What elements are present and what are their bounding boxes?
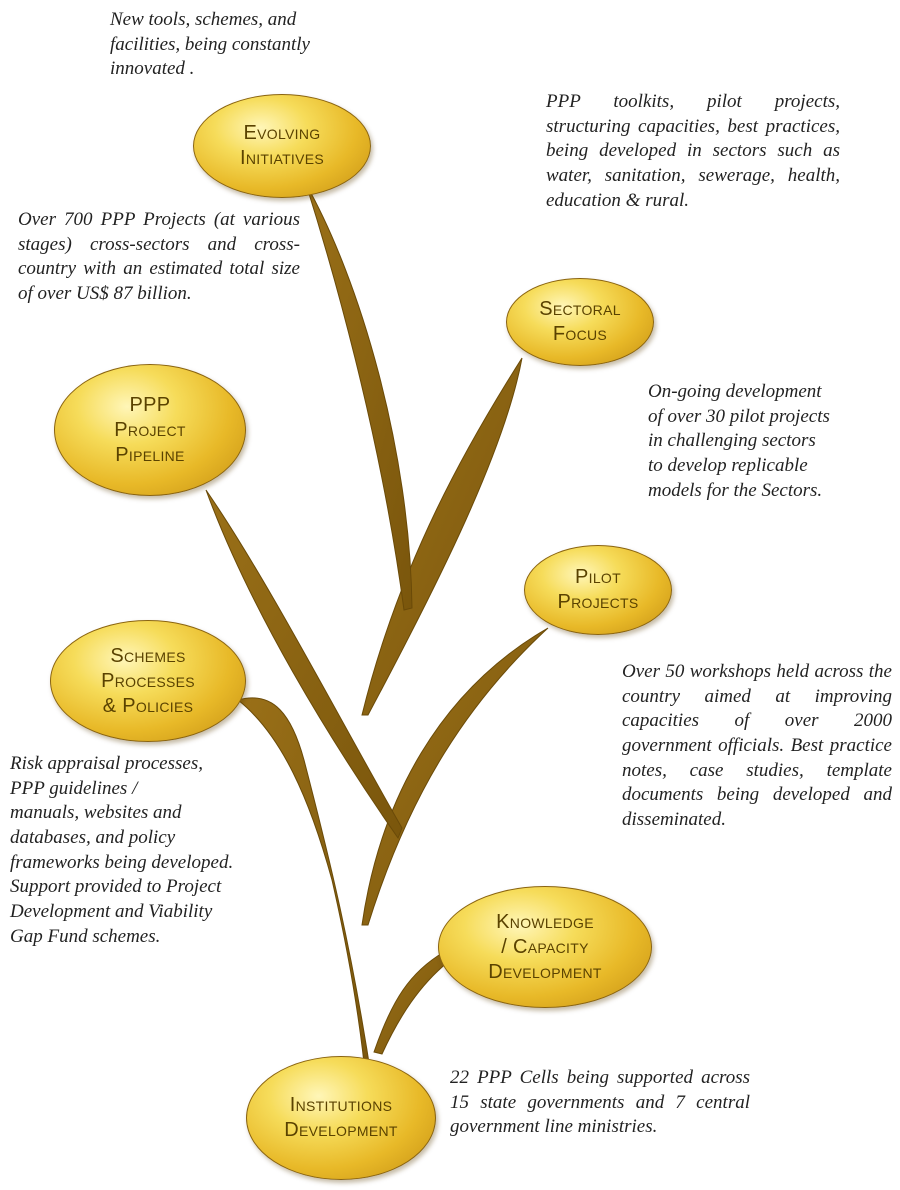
node-evolving-initiatives: Evolving Initiatives [193, 94, 371, 198]
note-schemes-processes-policies: Risk appraisal processes, PPP guidelines… [10, 753, 234, 947]
note-knowledge-capacity-development: Over 50 workshops held across the countr… [622, 661, 892, 831]
node-label: Schemes Processes & Policies [101, 644, 195, 717]
node-ppp-project-pipeline: PPP Project Pipeline [54, 364, 246, 496]
evolving-initiatives-branch [305, 183, 413, 611]
node-knowledge-capacity-development: Knowledge / Capacity Development [438, 886, 652, 1008]
node-label: Institutions Development [284, 1094, 398, 1141]
note-sectoral-focus: PPP toolkits, pilot projects, structurin… [546, 91, 840, 211]
node-label: Evolving Initiatives [239, 122, 325, 169]
note-ppp-project-pipeline: Over 700 PPP Projects (at various stages… [18, 209, 300, 305]
node-label: PPP Project Pipeline [114, 393, 186, 466]
note-institutions-development: 22 PPP Cells being supported across 15 s… [450, 1067, 750, 1138]
node-label: Knowledge / Capacity Development [488, 910, 602, 983]
ppp-pipeline-branch [205, 489, 403, 840]
node-pilot-projects: Pilot Projects [524, 545, 672, 635]
node-sectoral-focus: Sectoral Focus [506, 278, 654, 366]
node-schemes-processes-policies: Schemes Processes & Policies [50, 620, 246, 742]
node-institutions-development: Institutions Development [246, 1056, 436, 1180]
node-label: Sectoral Focus [539, 298, 621, 345]
node-label: Pilot Projects [557, 566, 639, 613]
knowledge-branch [373, 951, 449, 1055]
note-pilot-projects: On-going development of over 30 pilot pr… [648, 381, 830, 501]
note-evolving-initiatives: New tools, schemes, and facilities, bein… [110, 9, 310, 80]
